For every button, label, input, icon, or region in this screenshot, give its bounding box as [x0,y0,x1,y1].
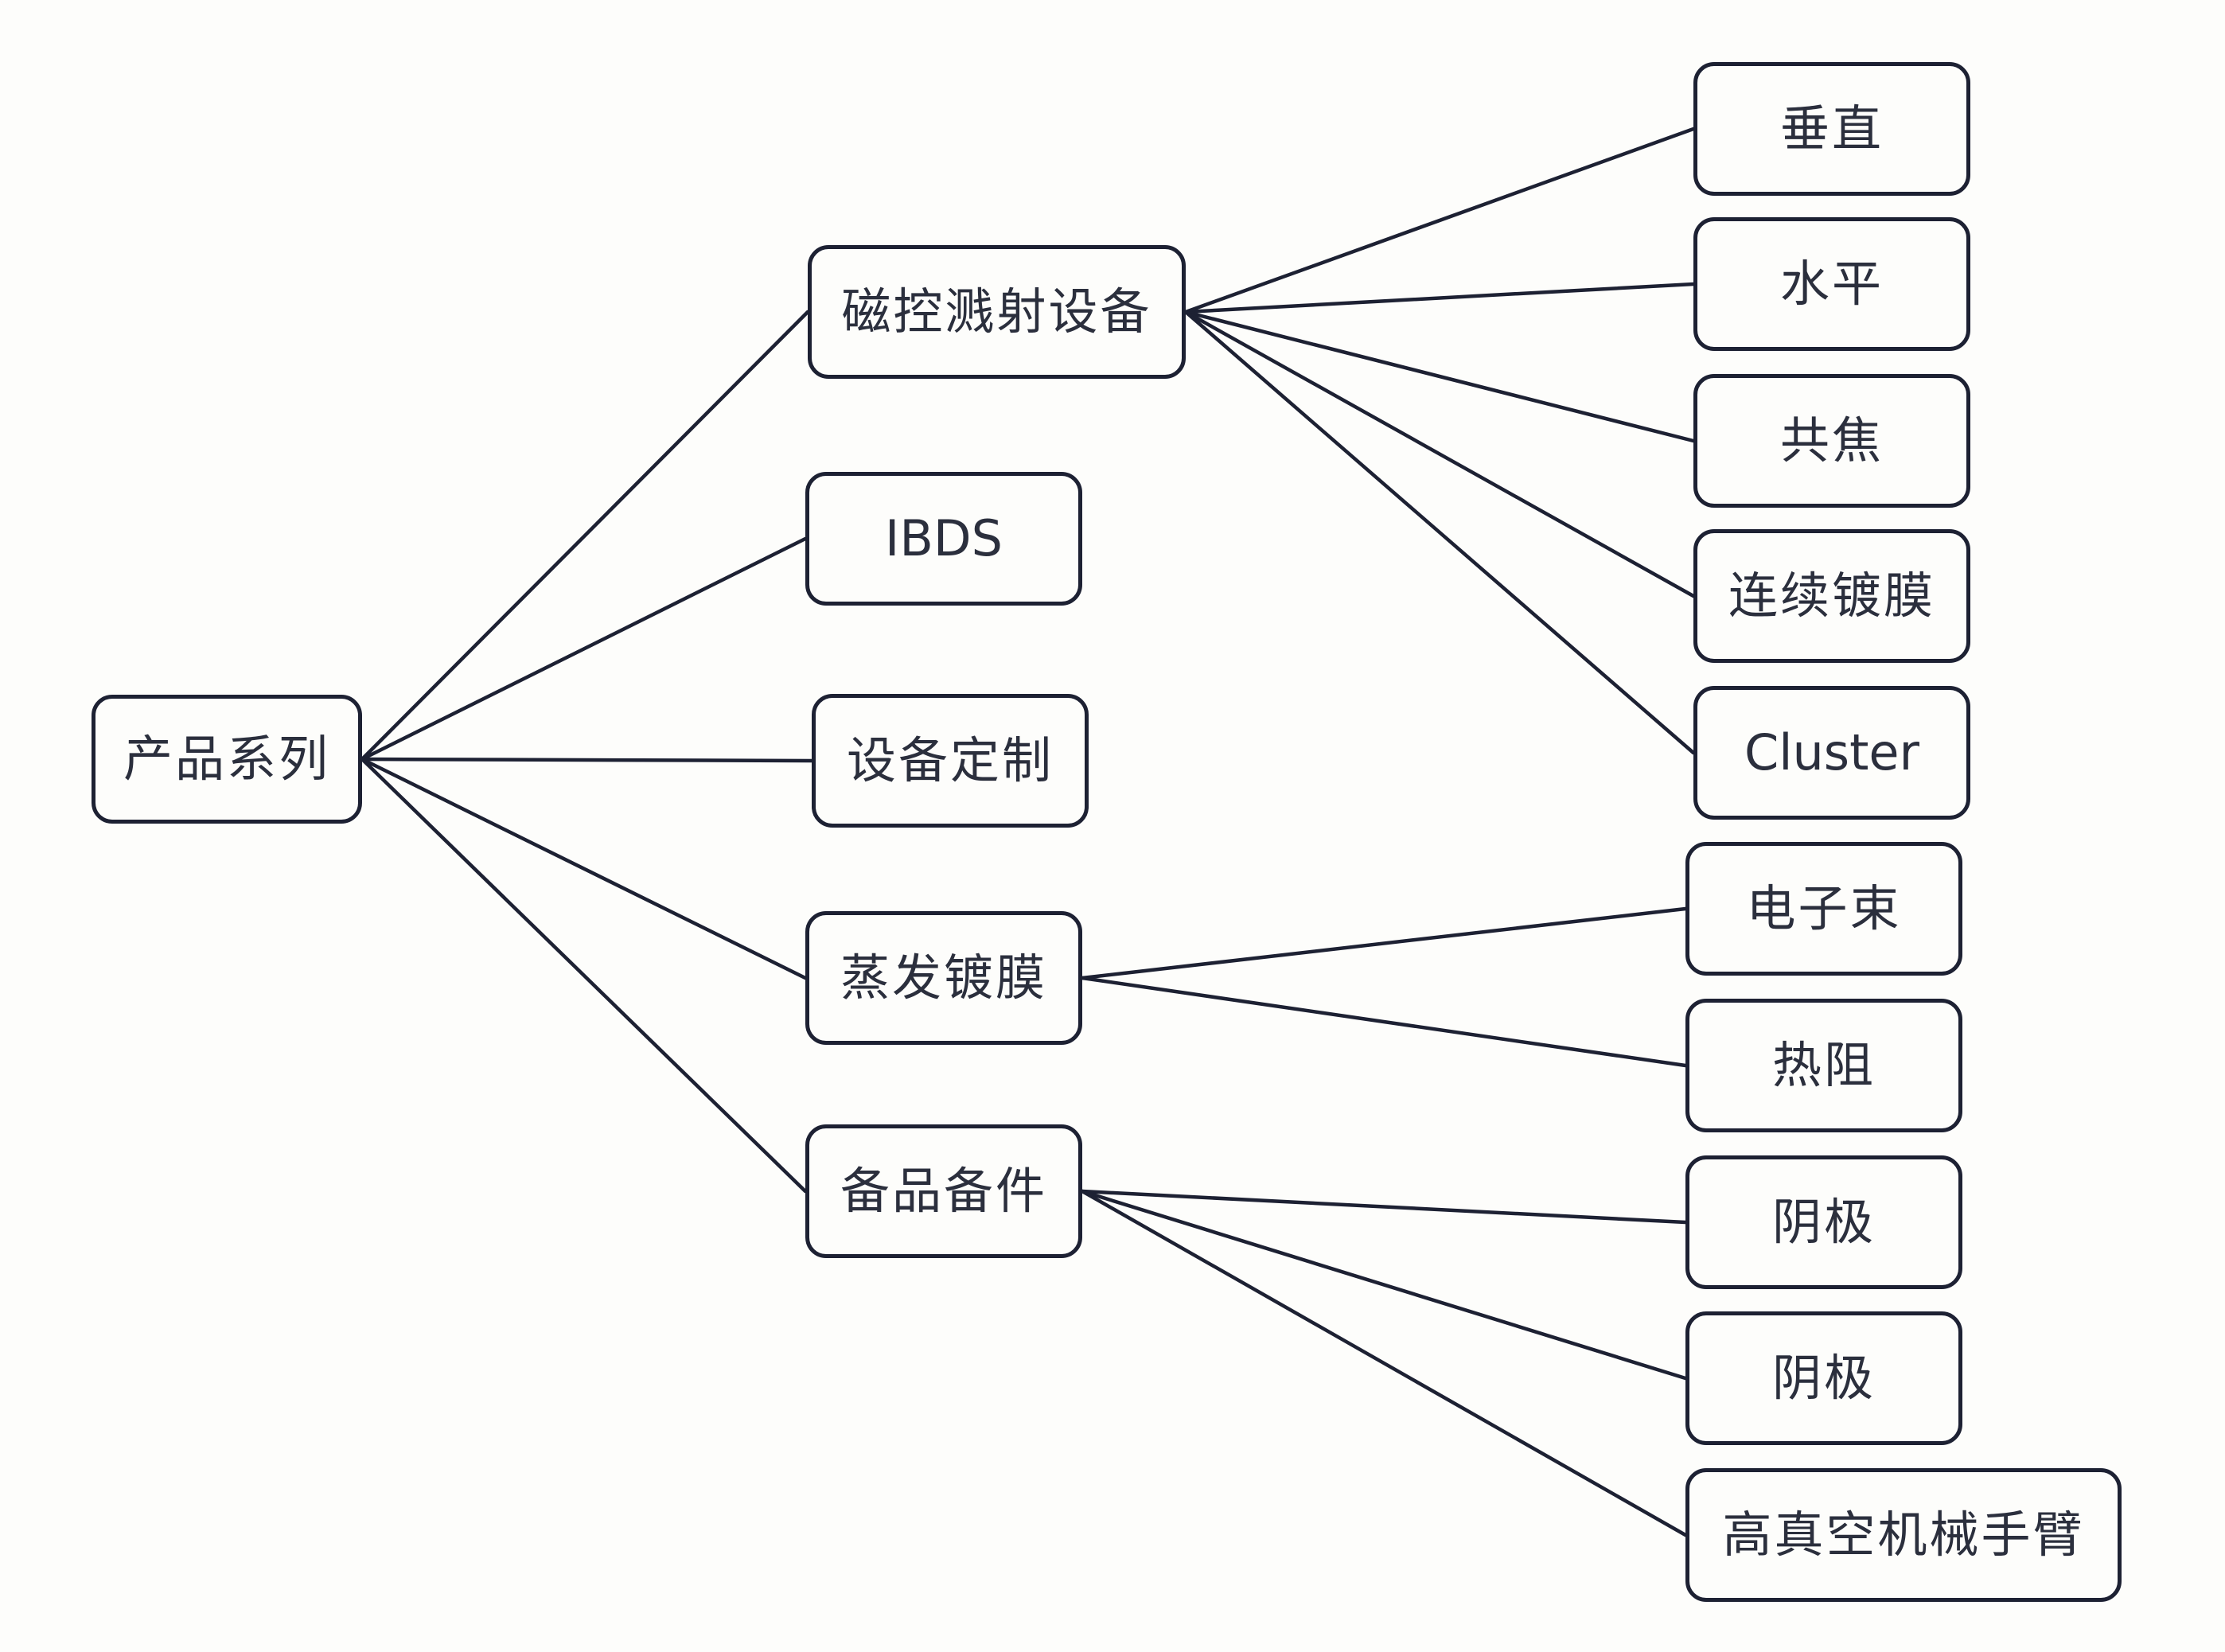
edge-l1-magnetron-to-l2-inline [1183,310,1696,598]
node-label: 热阻 [1771,1036,1876,1094]
node-label: 阴极 [1771,1193,1876,1251]
node-l1-ibds[interactable]: IBDS [805,472,1082,606]
node-l2-cathode-2[interactable]: 阴极 [1685,1311,1962,1445]
edge-l1-magnetron-to-l2-horizontal [1183,282,1696,314]
node-l2-ebeam[interactable]: 电子束 [1685,842,1962,976]
node-label: 连续镀膜 [1728,567,1935,625]
node-l2-inline[interactable]: 连续镀膜 [1693,529,1970,663]
node-l2-robot[interactable]: 高真空机械手臂 [1685,1468,2122,1602]
edge-l1-spares-to-l2-robot [1080,1189,1688,1537]
node-label: 磁控溅射设备 [841,282,1152,341]
node-label: 高真空机械手臂 [1722,1506,2085,1564]
node-l1-evap[interactable]: 蒸发镀膜 [805,911,1082,1045]
node-label: 水平 [1779,255,1884,313]
node-label: Cluster [1744,723,1920,781]
node-l1-spares[interactable]: 备品备件 [805,1124,1082,1258]
edge-l1-magnetron-to-l2-cluster [1183,310,1696,755]
edge-root-to-l1-ibds [360,536,808,762]
node-label: 蒸发镀膜 [840,949,1047,1007]
edge-root-to-l1-evap [360,757,808,980]
edge-l1-evap-to-l2-ebeam [1080,906,1688,980]
edge-l1-evap-to-l2-thermal [1080,976,1688,1068]
node-l2-horizontal[interactable]: 水平 [1693,217,1970,351]
node-l1-custom[interactable]: 设备定制 [812,694,1089,828]
node-label: 阴极 [1771,1349,1876,1407]
edge-l1-spares-to-l2-cathode-2 [1080,1189,1688,1381]
node-l2-confocal[interactable]: 共焦 [1693,374,1970,508]
edge-l1-magnetron-to-l2-vertical [1183,127,1696,314]
edge-root-to-l1-spares [360,757,808,1194]
node-l2-thermal[interactable]: 热阻 [1685,999,1962,1132]
node-label: 设备定制 [846,731,1054,789]
node-label: 垂直 [1779,99,1884,158]
node-l2-vertical[interactable]: 垂直 [1693,62,1970,196]
node-l2-cathode-1[interactable]: 阴极 [1685,1155,1962,1289]
node-l2-cluster[interactable]: Cluster [1693,686,1970,820]
edge-root-to-l1-custom [360,757,814,763]
node-l1-magnetron[interactable]: 磁控溅射设备 [808,245,1186,379]
node-label: 备品备件 [840,1162,1047,1220]
node-label: 产品系列 [123,730,330,788]
node-label: IBDS [885,509,1003,567]
node-label: 电子束 [1746,879,1902,937]
node-root[interactable]: 产品系列 [92,695,362,824]
edge-root-to-l1-magnetron [360,310,810,762]
edge-l1-spares-to-l2-cathode-1 [1080,1189,1688,1225]
node-label: 共焦 [1779,411,1884,469]
edge-l1-magnetron-to-l2-confocal [1183,310,1696,443]
